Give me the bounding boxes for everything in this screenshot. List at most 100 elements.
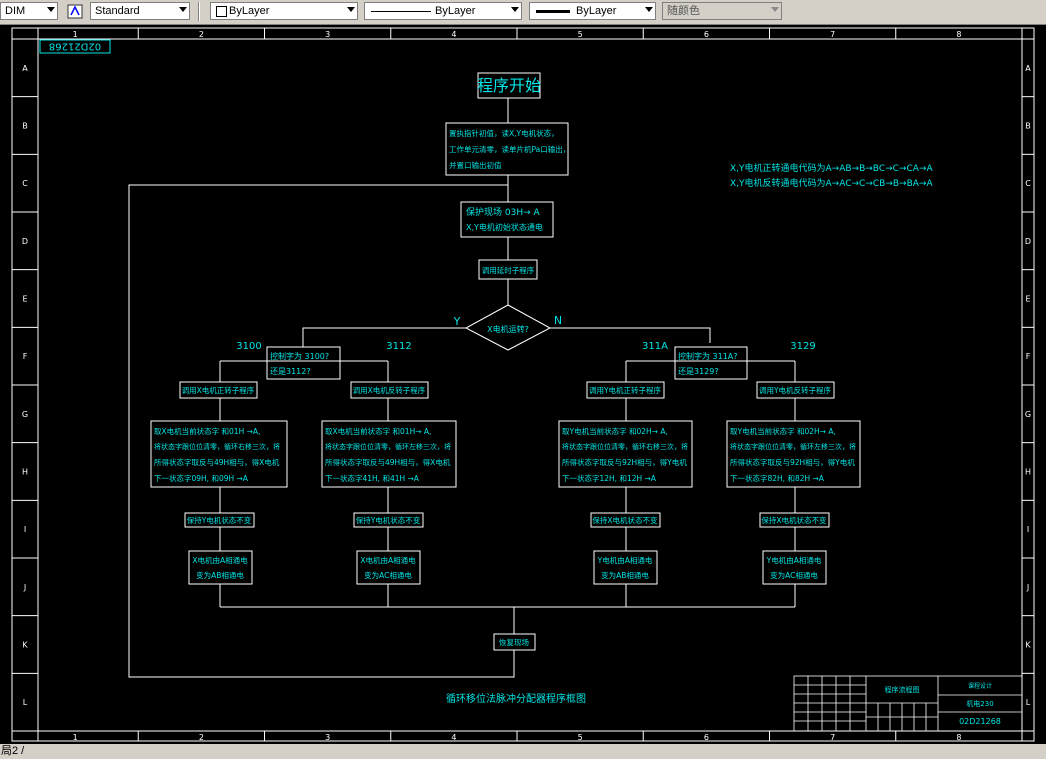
frame-row-label: D	[22, 237, 28, 246]
y-control-check: 控制字为 311A? 还是3129? 311A 3129	[642, 341, 816, 380]
chevron-down-icon	[47, 7, 55, 12]
frame-row-label: C	[1025, 179, 1031, 188]
flowchart-connectors	[128, 98, 796, 678]
proc-line: 下一状态字09H, 和09H →A	[154, 473, 249, 483]
restore-label: 恢复现场	[499, 637, 529, 647]
color-swatch-icon	[216, 6, 227, 17]
start-label: 程序开始	[477, 76, 541, 95]
frame-column-label: 4	[451, 30, 456, 39]
keep-label: 保持X电机状态不变	[592, 515, 658, 525]
keep-label: 保持X电机状态不变	[761, 515, 827, 525]
result-line: 变为AC相通电	[770, 570, 818, 580]
drawing-caption: 循环移位法脉冲分配器程序框图	[446, 692, 586, 705]
no-label: N	[554, 314, 562, 327]
init-line: 工作单元清零，读单片机Pa口输出，	[449, 144, 570, 154]
frame-row-label: G	[1025, 410, 1031, 419]
linetype-sample-icon	[371, 11, 431, 12]
result-line: 变为AB相通电	[196, 570, 244, 580]
keep-label: 保持Y电机状态不变	[187, 515, 252, 525]
proc-line: 所得状态字取反与49H相与，得X电机	[325, 457, 451, 467]
plot-style-combo[interactable]: 随颜色	[662, 2, 782, 20]
frame-row-label: C	[22, 179, 28, 188]
frame-column-label: 3	[325, 733, 330, 742]
frame-column-label: 7	[830, 30, 835, 39]
color-value: ByLayer	[229, 5, 270, 17]
keep-label: 保持Y电机状态不变	[356, 515, 421, 525]
frame-row-label: B	[22, 122, 28, 131]
text-style-icon	[67, 4, 83, 19]
linetype-value: ByLayer	[435, 5, 476, 17]
frame-row-label: L	[1026, 698, 1031, 707]
frame-row-label: A	[1025, 64, 1031, 73]
y-addr-right: 3129	[790, 341, 815, 352]
frame-row-label: K	[1025, 641, 1031, 650]
dim-style-combo[interactable]: DIM	[0, 2, 58, 20]
lineweight-value: ByLayer	[576, 5, 617, 17]
result-line: 变为AC相通电	[364, 570, 412, 580]
sub-x-forward: 调用X电机正转子程序	[179, 381, 258, 399]
proc-line: 所得状态字取反与49H相与，得X电机	[154, 457, 280, 467]
chevron-down-icon	[347, 7, 355, 12]
proc-line: 所得状态字取反与92H相与，得Y电机	[730, 457, 855, 467]
x-control-check: 控制字为 3100? 还是3112? 3100 3112	[236, 341, 412, 380]
restore-box: 恢复现场	[493, 633, 536, 651]
drawing-number-rotated: 02D21268	[39, 39, 111, 54]
result-x-reverse: X电机由A相通电 变为AC相通电	[356, 550, 421, 585]
frame-column-label: 3	[325, 30, 330, 39]
sub-x-reverse-label: 调用X电机反转子程序	[353, 385, 426, 395]
layout-tab[interactable]: 局2 /	[1, 745, 25, 757]
result-line: X电机由A相通电	[360, 555, 416, 565]
title-block-drawing-number: 02D21268	[959, 717, 1001, 726]
protect-box: 保护现场 03H→ A X,Y电机初始状态通电	[460, 201, 554, 238]
proc-line: 取X电机当前状态字 和01H →A,	[154, 426, 260, 436]
properties-toolbar: DIM Standard ByLayer ByLayer ByLayer 随颜色	[0, 0, 1046, 25]
sub-x-forward-label: 调用X电机正转子程序	[182, 385, 255, 395]
text-style-combo[interactable]: Standard	[90, 2, 190, 20]
title-block-code-top: 课程设计	[968, 682, 992, 690]
frame-column-label: 4	[451, 733, 456, 742]
proc-line: 下一状态字12H, 和12H →A	[562, 473, 657, 483]
chevron-down-icon	[179, 7, 187, 12]
text-style-manager-button[interactable]	[65, 2, 85, 21]
toolbar-separator	[198, 2, 200, 21]
color-combo[interactable]: ByLayer	[210, 2, 358, 20]
init-box: 置执指针初值，读X,Y电机状态， 工作单元清零，读单片机Pa口输出， 并置口输出…	[445, 122, 570, 176]
frame-row-label: H	[22, 468, 28, 477]
frame-column-label: 6	[704, 733, 709, 742]
frame-row-label: F	[1026, 352, 1031, 361]
frame-column-label: 1	[73, 30, 78, 39]
canvas-background	[0, 25, 1046, 744]
protect-line: X,Y电机初始状态通电	[466, 222, 543, 232]
frame-row-label: A	[22, 64, 28, 73]
frame-column-label: 5	[578, 733, 583, 742]
keep-x-right: 保持X电机状态不变	[759, 512, 830, 528]
chevron-down-icon	[645, 7, 653, 12]
chevron-down-icon	[771, 7, 779, 12]
title-block-code-mid: 机电230	[966, 699, 993, 708]
yes-label: Y	[453, 315, 461, 328]
frame-row-label: L	[23, 698, 28, 707]
linetype-combo[interactable]: ByLayer	[364, 2, 522, 20]
proc-line: 取Y电机当前状态字 和02H→ A,	[562, 426, 668, 436]
frame-column-label: 5	[578, 30, 583, 39]
dim-style-value: DIM	[5, 5, 26, 17]
phase-notes: X,Y电机正转通电代码为A→AB→B→BC→C→CA→A X,Y电机反转通电代码…	[730, 162, 933, 189]
note-line: X,Y电机反转通电代码为A→AC→C→CB→B→BA→A	[730, 177, 933, 189]
proc-line: 下一状态字82H, 和82H →A	[730, 473, 825, 483]
frame-row-label: E	[22, 295, 27, 304]
keep-y-left: 保持Y电机状态不变	[184, 512, 255, 528]
init-line: 置执指针初值，读X,Y电机状态，	[449, 128, 559, 138]
proc-line: 将状态字跟位位清零，循环左移三次，将	[730, 442, 856, 451]
plot-style-value: 随颜色	[667, 5, 700, 17]
lineweight-combo[interactable]: ByLayer	[529, 2, 656, 20]
y-check-line: 控制字为 311A?	[678, 351, 738, 361]
frame-column-label: 2	[199, 30, 204, 39]
frame-row-label: G	[22, 410, 28, 419]
init-line: 并置口输出初值	[449, 160, 502, 170]
frame-row-label: H	[1025, 468, 1031, 477]
protect-line: 保护现场 03H→ A	[466, 206, 540, 218]
lineweight-sample-icon	[536, 10, 570, 13]
x-check-line: 控制字为 3100?	[270, 351, 329, 361]
